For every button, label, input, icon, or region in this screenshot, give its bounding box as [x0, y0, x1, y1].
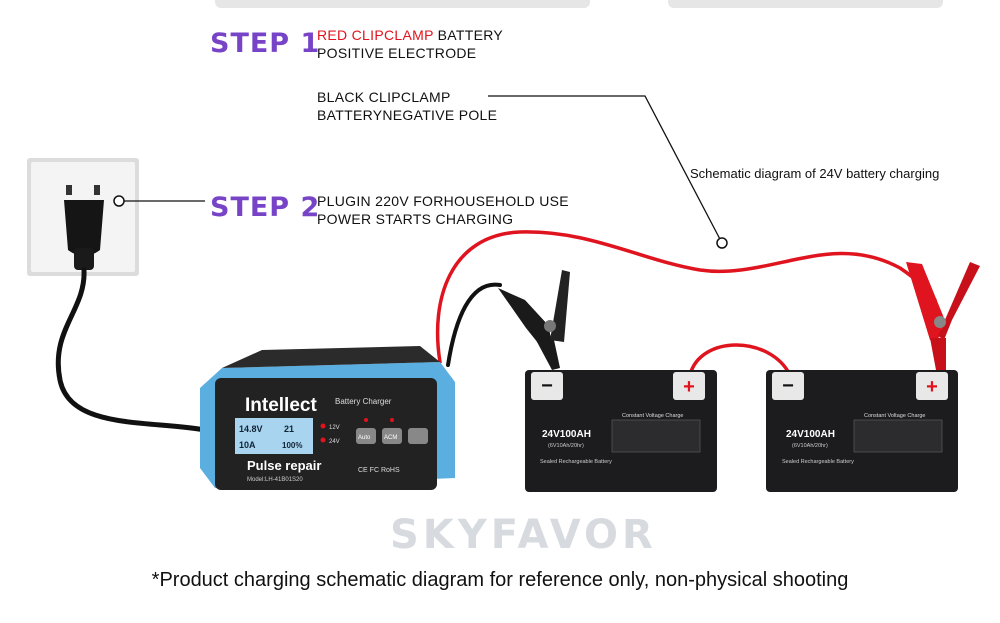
step1-line2: POSITIVE ELECTRODE — [317, 45, 477, 61]
lcd-percent: 100% — [282, 441, 302, 450]
step2-description: PLUGIN 220V FORHOUSEHOLD USE POWER START… — [317, 192, 569, 228]
step2-label: STEP 2 — [210, 192, 321, 223]
lcd-volts: 14.8V — [239, 424, 263, 434]
red-cable — [435, 230, 937, 364]
charger-body — [200, 346, 455, 490]
charger-subtitle: Battery Charger — [335, 397, 392, 406]
battery-right-cvc: Constant Voltage Charge — [864, 413, 925, 419]
led-24v: 24V — [329, 439, 340, 445]
step2-line2: POWER STARTS CHARGING — [317, 211, 514, 227]
btn-auto-label: Auto — [358, 435, 371, 441]
top-edge-left — [215, 0, 590, 8]
battery-right-body — [766, 370, 958, 492]
top-edge-right — [668, 0, 943, 8]
battery-left-cvc: Constant Voltage Charge — [622, 413, 683, 419]
lcd-num: 21 — [284, 424, 294, 434]
charger-repair: Pulse repair — [247, 458, 321, 473]
black-clamp-line1: BLACK CLIPCLAMP — [317, 89, 451, 105]
power-cable — [55, 267, 208, 433]
power-plug — [64, 200, 104, 270]
black-clamp-pointer-dot — [716, 237, 728, 249]
red-clamp — [906, 262, 980, 370]
black-cable — [446, 282, 502, 367]
step1-line1-rest: BATTERY — [433, 27, 504, 43]
battery-right-sub: (6V10Ah/20hr) — [792, 443, 828, 449]
schematic-label: Schematic diagram of 24V battery chargin… — [690, 166, 940, 181]
charger-marks: CE FC RoHS — [358, 467, 400, 474]
step1-description: RED CLIPCLAMP BATTERY POSITIVE ELECTRODE — [317, 26, 503, 62]
battery-left-sub: (6V10Ah/20hr) — [548, 443, 584, 449]
black-clamp — [498, 270, 570, 370]
charger-brand: Intellect — [245, 395, 317, 416]
led-12v: 12V — [329, 425, 340, 431]
step1-label: STEP 1 — [210, 28, 321, 59]
battery-left-negative: − — [541, 375, 553, 397]
charger-model: Model:LH-41B01S20 — [247, 477, 303, 483]
battery-left-sealed: Sealed Rechargeable Battery — [540, 459, 612, 465]
step1-red-clamp-text: RED CLIPCLAMP — [317, 27, 434, 43]
battery-left-model: 24V100AH — [542, 429, 591, 440]
link-cable — [688, 343, 792, 376]
battery-right-model: 24V100AH — [786, 429, 835, 440]
battery-right-sealed: Sealed Rechargeable Battery — [782, 459, 854, 465]
black-clamp-line2: BATTERYNEGATIVE POLE — [317, 107, 498, 123]
step2-pointer-dot — [113, 195, 125, 207]
battery-right-positive: + — [926, 376, 938, 398]
lcd-amps: 10A — [239, 440, 256, 450]
battery-left-body — [525, 370, 717, 492]
btn-acm-label: ACM — [384, 435, 397, 441]
step2-line1: PLUGIN 220V FORHOUSEHOLD USE — [317, 193, 569, 209]
battery-right-negative: − — [782, 375, 794, 397]
battery-left-positive: + — [683, 376, 695, 398]
watermark: SKYFAVOR — [390, 512, 657, 558]
black-clamp-caption: BLACK CLIPCLAMP BATTERYNEGATIVE POLE — [317, 88, 497, 124]
footnote: *Product charging schematic diagram for … — [151, 569, 849, 591]
